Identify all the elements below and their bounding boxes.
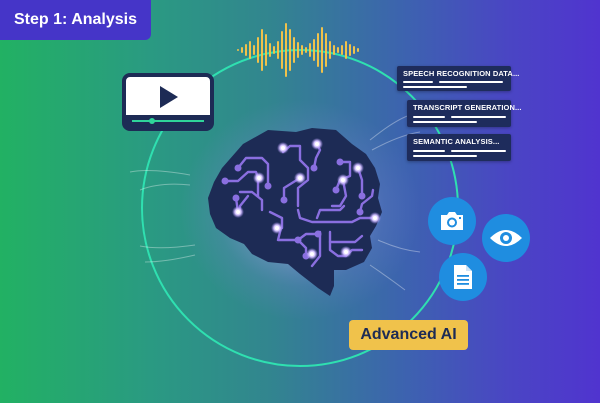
advanced-ai-badge: Advanced AI bbox=[349, 320, 468, 350]
play-icon bbox=[160, 86, 178, 108]
ai-brain-icon bbox=[208, 128, 382, 296]
audio-waveform-icon bbox=[237, 23, 359, 77]
panel-title: TRANSCRIPT GENERATION... bbox=[413, 103, 522, 112]
progress-knob bbox=[149, 118, 155, 124]
eye-icon bbox=[482, 214, 530, 262]
video-progress-bar bbox=[126, 115, 210, 127]
light-streaks bbox=[129, 114, 421, 291]
panel-speech-recognition: SPEECH RECOGNITION DATA... bbox=[397, 66, 520, 91]
panel-semantic-analysis: SEMANTIC ANALYSIS... bbox=[407, 134, 511, 161]
video-player-icon bbox=[122, 73, 214, 131]
panel-title: SPEECH RECOGNITION DATA... bbox=[403, 69, 520, 78]
document-icon bbox=[439, 253, 487, 301]
camera-icon bbox=[428, 197, 476, 245]
panel-transcript-generation: TRANSCRIPT GENERATION... bbox=[407, 100, 522, 127]
step-label: Step 1: Analysis bbox=[0, 0, 151, 40]
panel-title: SEMANTIC ANALYSIS... bbox=[413, 137, 500, 146]
